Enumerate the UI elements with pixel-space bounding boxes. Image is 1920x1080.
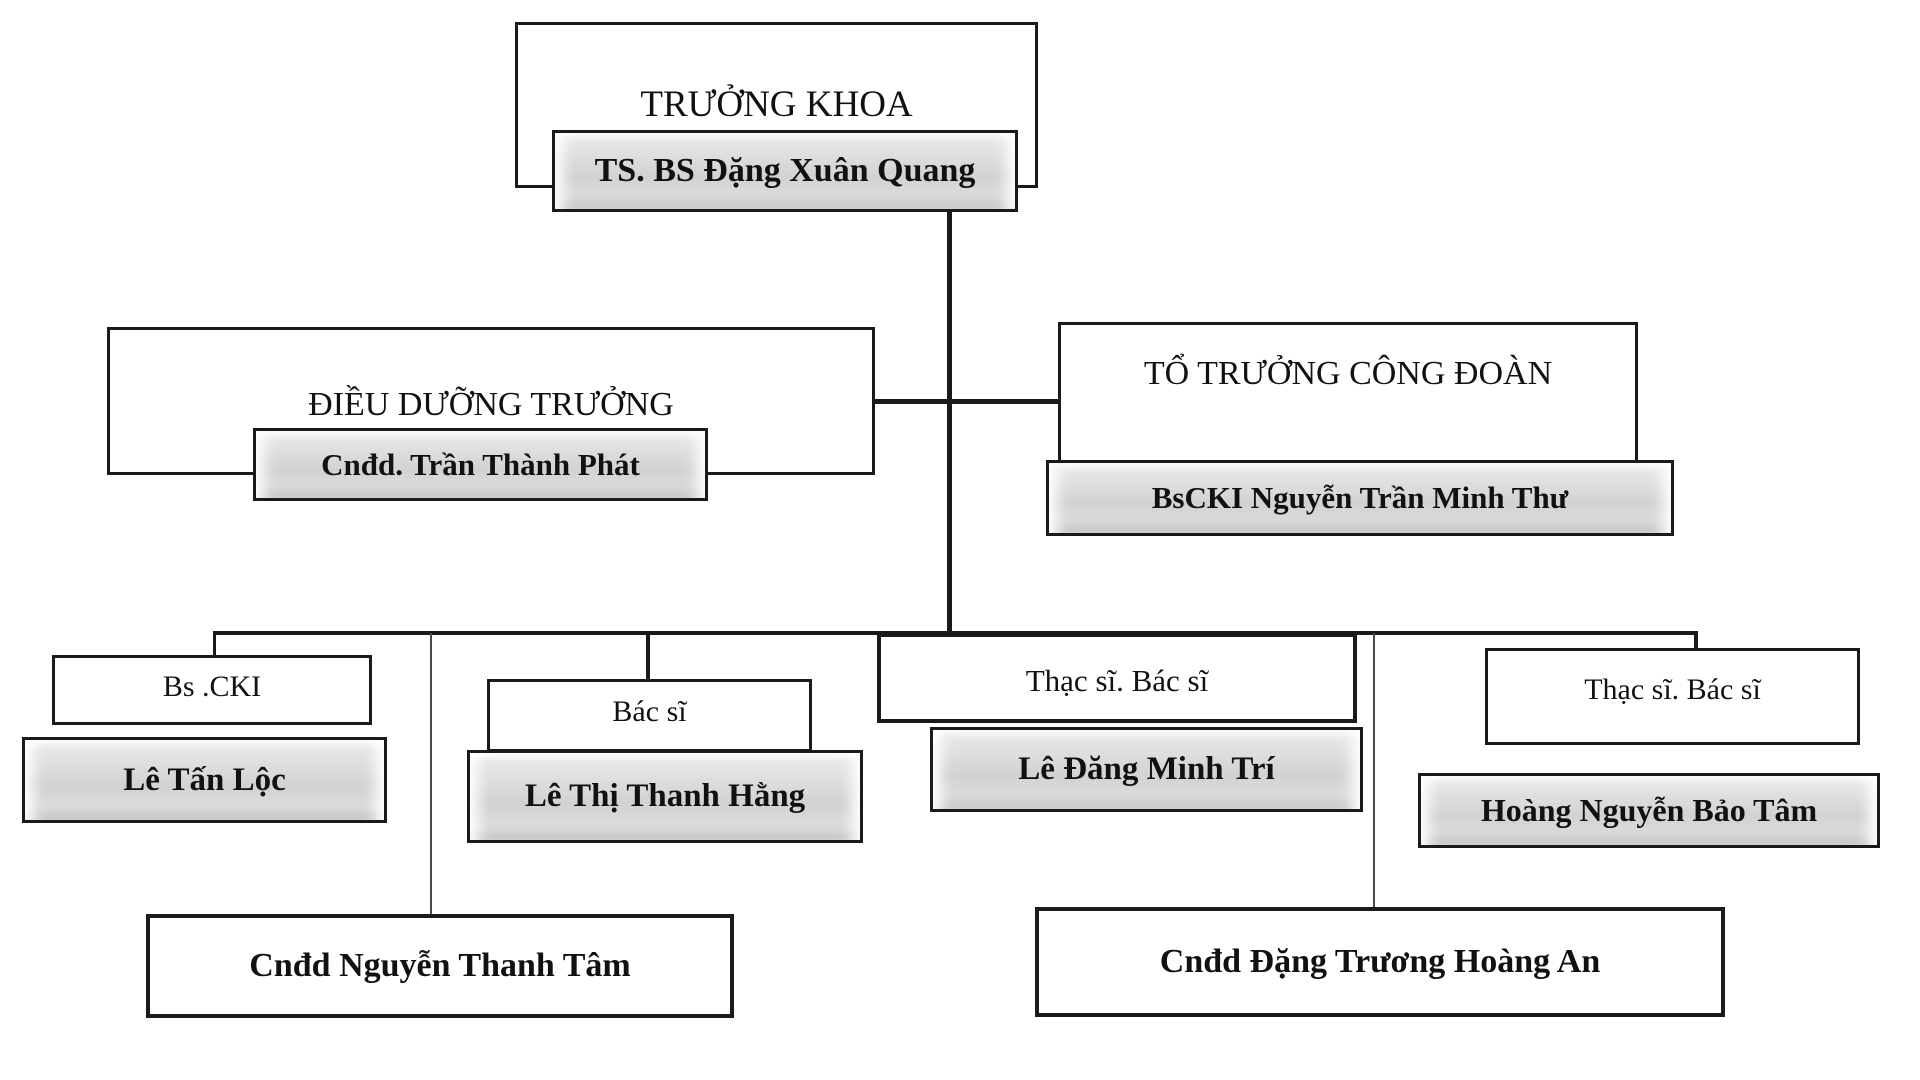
node-bs-cki-title: Bs .CKI <box>162 670 262 703</box>
node-thac-si-2-title: Thạc sĩ. Bác sĩ <box>1584 673 1761 706</box>
node-bs-cki-name-box: Lê Tấn Lộc <box>22 737 387 823</box>
node-cndd-nguyen-thanh-tam-box: Cnđd Nguyễn Thanh Tâm <box>146 914 734 1018</box>
node-dieu-duong-truong-name-box: Cnđd. Trần Thành Phát <box>253 428 708 501</box>
node-truong-khoa-title: TRƯỞNG KHOA <box>640 84 913 125</box>
node-cndd-dang-truong-hoang-an-name: Cnđd Đặng Trương Hoàng An <box>1159 943 1601 980</box>
connector-thin-right <box>1373 633 1375 910</box>
node-thac-si-2-name: Hoàng Nguyễn Bảo Tâm <box>1480 792 1818 828</box>
node-truong-khoa-name-box: TS. BS Đặng Xuân Quang <box>552 130 1018 212</box>
node-bac-si-name-box: Lê Thị Thanh Hằng <box>467 750 863 843</box>
connector-thin-left <box>430 633 432 917</box>
connector-drop-bs-cki <box>213 631 216 659</box>
node-to-truong-cong-doan-title-box: TỔ TRƯỞNG CÔNG ĐOÀN <box>1058 322 1638 472</box>
node-to-truong-cong-doan-name-box: BsCKI Nguyễn Trần Minh Thư <box>1046 460 1674 536</box>
connector-drop-thac-si-2 <box>1694 631 1698 653</box>
node-bs-cki-name: Lê Tấn Lộc <box>123 761 286 798</box>
node-bs-cki-title-box: Bs .CKI <box>52 655 372 725</box>
node-thac-si-1-title-box: Thạc sĩ. Bác sĩ <box>877 633 1357 723</box>
node-thac-si-1-name-box: Lê Đăng Minh Trí <box>930 727 1363 812</box>
node-cndd-dang-truong-hoang-an-box: Cnđd Đặng Trương Hoàng An <box>1035 907 1725 1017</box>
connector-trunk-vertical <box>947 212 952 636</box>
node-cndd-nguyen-thanh-tam-name: Cnđd Nguyễn Thanh Tâm <box>249 947 631 984</box>
node-thac-si-1-title: Thạc sĩ. Bác sĩ <box>1025 663 1209 698</box>
node-bac-si-name: Lê Thị Thanh Hằng <box>524 778 806 814</box>
node-thac-si-2-title-box: Thạc sĩ. Bác sĩ <box>1485 648 1860 745</box>
node-bac-si-title-box: Bác sĩ <box>487 679 812 752</box>
connector-level2-crossbar <box>875 399 1060 404</box>
node-bac-si-title: Bác sĩ <box>612 695 687 728</box>
node-dieu-duong-truong-title: ĐIỀU DƯỠNG TRƯỞNG <box>308 386 674 423</box>
node-to-truong-cong-doan-title: TỔ TRƯỞNG CÔNG ĐOÀN <box>1143 355 1553 392</box>
node-dieu-duong-truong-name: Cnđd. Trần Thành Phát <box>321 446 640 482</box>
node-thac-si-2-name-box: Hoàng Nguyễn Bảo Tâm <box>1418 773 1880 848</box>
node-thac-si-1-name: Lê Đăng Minh Trí <box>1018 751 1275 787</box>
node-truong-khoa-name: TS. BS Đặng Xuân Quang <box>594 152 976 189</box>
node-to-truong-cong-doan-name: BsCKI Nguyễn Trần Minh Thư <box>1151 480 1569 515</box>
connector-drop-bac-si <box>646 631 650 683</box>
